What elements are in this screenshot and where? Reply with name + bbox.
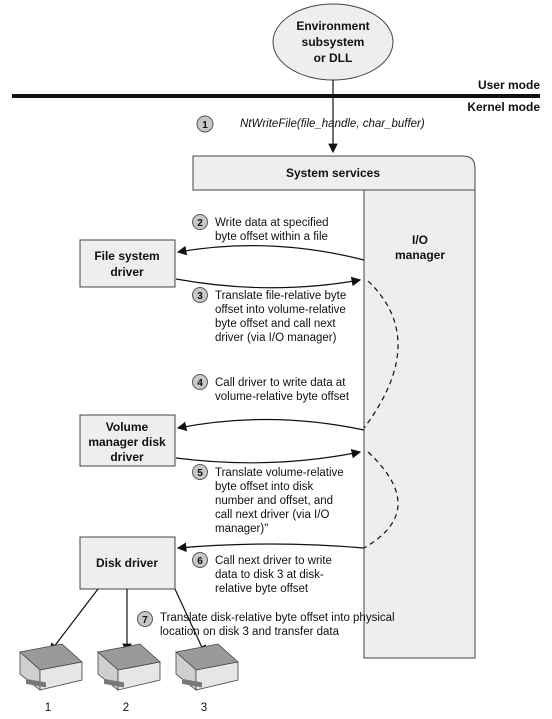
file-system-driver-box: File system driver [79,239,176,288]
system-services-label: System services [286,166,380,180]
arrow-to-file-system-driver [176,245,365,261]
disk-3-label: 3 [201,702,207,714]
step-2-number: 2 [197,218,203,229]
disk-3-icon [175,643,239,691]
environment-line-1: Environment [296,19,369,33]
arrow-to-disk-driver [176,542,365,553]
file-system-driver-line-2: driver [110,265,144,279]
volume-manager-line-2: manager disk [88,435,166,449]
arrow-from-file-system-driver [175,276,362,289]
disk-1-icon [19,643,83,691]
environment-line-3: or DLL [314,51,353,65]
user-mode-label: User mode [478,78,540,92]
step-6-annotation: 6 Call next driver to write data to disk… [192,552,332,595]
step-5-line-4: call next driver (via I/O [215,509,329,521]
kernel-mode-label: Kernel mode [467,100,540,114]
arrow-to-disk-3 [174,588,206,656]
step-3-line-2: offset into volume-relative [215,304,346,316]
step-6-line-2: data to disk 3 at disk- [215,569,324,581]
step-7-annotation: 7 Translate disk-relative byte offset in… [137,611,395,638]
io-manager-line-2: manager [395,248,445,262]
step-6-line-1: Call next driver to write [215,555,332,567]
step-7-line-1: Translate disk-relative byte offset into… [160,612,395,624]
step-4-line-2: volume-relative byte offset [215,391,350,403]
disk-1-label: 1 [45,702,51,714]
disk-2-icon [97,643,161,691]
dashed-link-1 [363,280,399,429]
step-6-number: 6 [197,556,203,567]
file-system-driver-line-1: File system [94,249,159,263]
io-manager-column [363,189,476,659]
step-5-annotation: 5 Translate volume-relative byte offset … [192,464,344,535]
system-services-box: System services [192,155,476,191]
disk-2-label: 2 [123,702,129,714]
step-4-annotation: 4 Call driver to write data at volume-re… [192,374,350,403]
arrow-from-volume-manager [175,448,362,464]
arrow-to-volume-manager [176,418,365,432]
step-5-number: 5 [197,468,203,479]
step-4-line-1: Call driver to write data at [215,377,346,389]
step-2-line-2: byte offset within a file [215,231,328,243]
volume-manager-driver-box: Volume manager disk driver [79,414,176,467]
step-6-line-3: relative byte offset [215,583,309,595]
step-5-line-5: manager)" [215,523,268,535]
step-1-number: 1 [202,120,208,131]
step-3-annotation: 3 Translate file-relative byte offset in… [192,287,346,344]
volume-manager-line-1: Volume [106,420,149,434]
step-4-number: 4 [197,378,203,389]
step-3-number: 3 [197,291,203,302]
step-3-line-1: Translate file-relative byte [215,290,346,302]
ntwritefile-call: NtWriteFile(file_handle, char_buffer) [240,118,425,130]
environment-line-2: subsystem [302,35,365,49]
step-2-line-1: Write data at specified [215,217,329,229]
disk-driver-box: Disk driver [79,536,176,590]
step-5-line-1: Translate volume-relative [215,467,344,479]
io-manager-line-1: I/O [412,233,428,247]
environment-subsystem-node: Environment subsystem or DLL [272,3,394,81]
step-3-line-4: driver (via I/O manager) [215,332,337,344]
step-1-badge: 1 [196,115,214,133]
step-3-line-3: byte offset and call next [215,318,336,330]
step-5-line-3: number and offset, and [215,495,333,507]
step-7-line-2: location on disk 3 and transfer data [160,626,340,638]
disk-driver-label: Disk driver [96,556,158,570]
arrow-to-disk-1 [49,588,99,653]
volume-manager-line-3: driver [110,450,144,464]
step-5-line-2: byte offset into disk [215,481,313,493]
step-7-number: 7 [142,615,148,626]
step-2-annotation: 2 Write data at specified byte offset wi… [192,214,329,243]
